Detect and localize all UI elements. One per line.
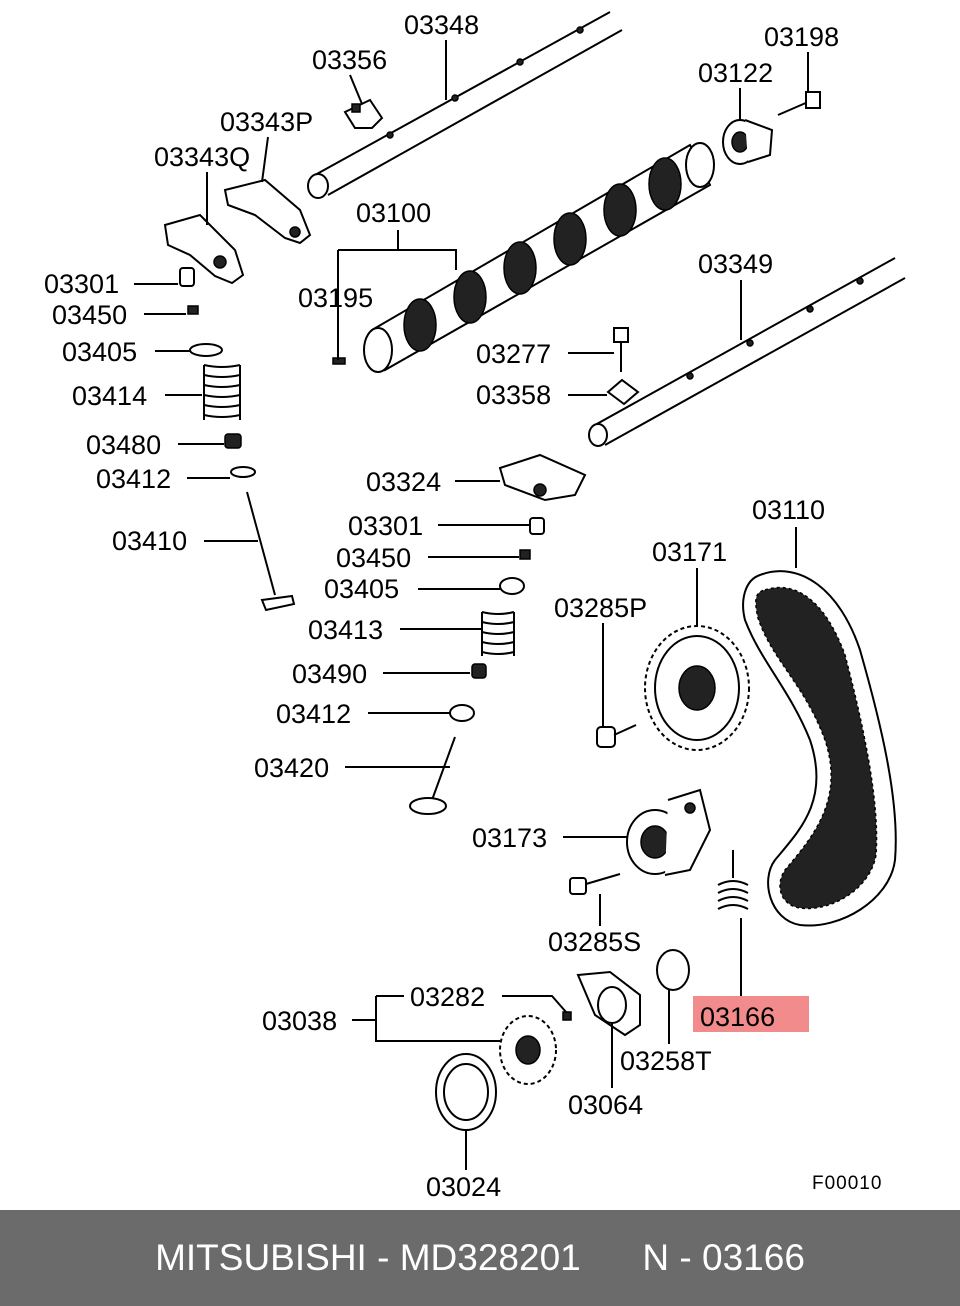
label-03285P: 03285P xyxy=(554,593,647,623)
flange-03064 xyxy=(576,970,641,1037)
label-03450-left: 03450 xyxy=(52,300,127,330)
label-03348: 03348 xyxy=(404,10,479,40)
highlight-box xyxy=(693,996,809,1032)
label-03024: 03024 xyxy=(426,1172,501,1202)
exploded-parts-diagram: 03348 03198 03356 03122 03343P 03343Q 03… xyxy=(44,10,906,1202)
label-03038: 03038 xyxy=(262,1006,337,1036)
valve-spring-03414 xyxy=(203,364,241,420)
label-03356: 03356 xyxy=(312,45,387,75)
label-03410: 03410 xyxy=(112,526,187,556)
label-03349: 03349 xyxy=(698,249,773,279)
valve-03410 xyxy=(246,491,296,612)
label-03414: 03414 xyxy=(72,381,147,411)
label-03285S: 03285S xyxy=(548,927,641,957)
label-03301-mid: 03301 xyxy=(348,511,423,541)
rocker-shaft-lower xyxy=(588,257,906,447)
lash-adjuster-03301-left xyxy=(179,267,195,287)
rocker-arm-03343P xyxy=(223,178,312,245)
label-03420: 03420 xyxy=(254,753,329,783)
footer-gap xyxy=(581,1237,643,1279)
lash-adjuster-03301-mid xyxy=(529,517,545,535)
crank-sprocket-03038 xyxy=(499,1015,557,1085)
seat-03412-mid xyxy=(449,704,475,722)
footer-brand: MITSUBISHI xyxy=(155,1237,367,1278)
seal-03490 xyxy=(471,663,487,679)
label-03110: 03110 xyxy=(752,495,825,525)
label-03301-left: 03301 xyxy=(44,269,119,299)
bolt-03198 xyxy=(777,91,821,116)
label-03358: 03358 xyxy=(476,380,551,410)
footer-separator: - xyxy=(366,1237,400,1278)
label-03195: 03195 xyxy=(298,283,373,313)
label-03173: 03173 xyxy=(472,823,547,853)
leader-lines xyxy=(134,40,809,1170)
bolt-03285S xyxy=(569,873,621,895)
rocker-shaft-upper xyxy=(307,11,623,199)
label-03324: 03324 xyxy=(366,467,441,497)
spacer-03258T xyxy=(656,949,690,991)
bolt-03285P xyxy=(596,724,637,748)
tensioner-spring-03166 xyxy=(717,850,749,910)
label-03258T: 03258T xyxy=(620,1046,712,1076)
label-03343P: 03343P xyxy=(220,107,313,137)
footer-bar: MITSUBISHI - MD328201 N - 03166 xyxy=(0,1210,960,1306)
label-03480: 03480 xyxy=(86,430,161,460)
flange-03024 xyxy=(435,1053,497,1131)
nut-03450-mid xyxy=(519,549,531,560)
clip-03358 xyxy=(606,378,640,406)
valve-spring-03413 xyxy=(481,611,515,656)
label-03450-mid: 03450 xyxy=(336,543,411,573)
figure-code: F00010 xyxy=(812,1173,882,1194)
rocker-arm-03343Q xyxy=(163,213,245,285)
seal-03480 xyxy=(224,433,242,449)
bolt-03277 xyxy=(613,327,629,372)
camshaft-03100 xyxy=(363,142,715,373)
label-03343Q: 03343Q xyxy=(154,142,250,172)
label-03171: 03171 xyxy=(652,537,727,567)
label-03490: 03490 xyxy=(292,659,367,689)
label-03198: 03198 xyxy=(764,22,839,52)
key-03282 xyxy=(562,1011,572,1021)
label-03100: 03100 xyxy=(356,198,431,228)
label-03412-mid: 03412 xyxy=(276,699,351,729)
label-03122: 03122 xyxy=(698,58,773,88)
label-03282: 03282 xyxy=(410,982,485,1012)
label-03412-left: 03412 xyxy=(96,464,171,494)
label-03405-mid: 03405 xyxy=(324,574,399,604)
label-03064: 03064 xyxy=(568,1090,643,1120)
timing-belt-03110 xyxy=(742,570,897,927)
label-03166: 03166 xyxy=(700,1002,775,1032)
label-03413: 03413 xyxy=(308,615,383,645)
footer-ref: N - 03166 xyxy=(642,1237,805,1278)
valve-03420 xyxy=(409,736,456,815)
tensioner-pulley-03173 xyxy=(626,788,712,876)
camshaft-seal-03122 xyxy=(722,119,774,165)
shaft-clip-03356 xyxy=(343,98,384,129)
label-03405-left: 03405 xyxy=(62,337,137,367)
label-03277: 03277 xyxy=(476,339,551,369)
footer-part-number: MD328201 xyxy=(399,1237,581,1278)
seat-03412-left xyxy=(230,466,256,478)
rocker-arm-03324 xyxy=(498,453,587,502)
nut-03450-left xyxy=(187,305,199,315)
camshaft-sprocket-03171 xyxy=(644,625,750,751)
retainer-03405-mid xyxy=(499,577,525,595)
retainer-03405-left xyxy=(189,343,223,357)
